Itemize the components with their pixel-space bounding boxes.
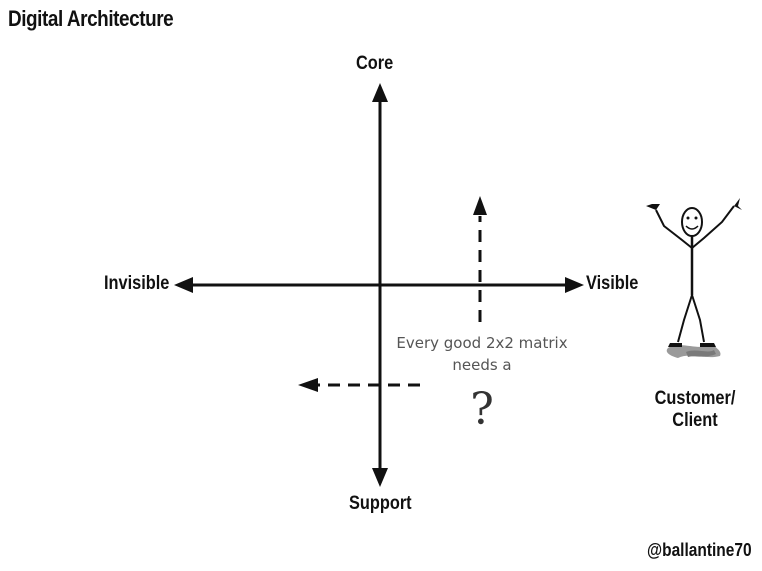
customer-label: Customer/ Client xyxy=(648,388,743,432)
horizontal-axis xyxy=(174,277,584,293)
axis-label-core: Core xyxy=(356,53,394,74)
dashed-up-arrow xyxy=(473,196,487,322)
matrix-note: Every good 2x2 matrix needs a xyxy=(382,332,582,376)
down-arrowhead xyxy=(372,468,388,487)
author-handle: @ballantine70 xyxy=(647,540,752,560)
customer-label-line-2: Client xyxy=(672,410,718,431)
axis-label-invisible: Invisible xyxy=(104,273,170,294)
up-arrowhead xyxy=(372,83,388,102)
note-line-2: needs a xyxy=(452,356,512,374)
left-arrowhead xyxy=(174,277,193,293)
axis-label-visible: Visible xyxy=(586,273,639,294)
question-mark: ? xyxy=(470,384,494,435)
customer-label-line-1: Customer/ xyxy=(654,388,736,409)
diagram-title: Digital Architecture xyxy=(8,6,174,31)
stick-figure-icon xyxy=(646,198,742,358)
right-arrowhead xyxy=(565,277,584,293)
dashed-left-arrow xyxy=(298,378,420,392)
axis-label-support: Support xyxy=(349,493,412,514)
note-line-1: Every good 2x2 matrix xyxy=(396,334,568,352)
